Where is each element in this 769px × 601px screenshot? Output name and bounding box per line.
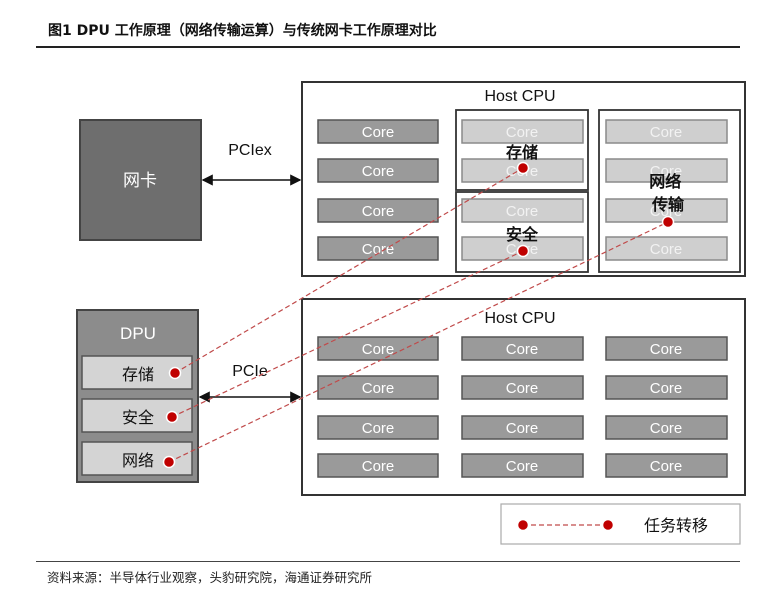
task-transfer-storage-line xyxy=(174,167,524,374)
core-label: Core xyxy=(362,380,395,397)
core-block xyxy=(461,453,584,478)
task-dot xyxy=(165,410,179,424)
task-dot xyxy=(162,455,176,469)
core-label: Core xyxy=(506,341,539,358)
core-label: Core xyxy=(362,163,395,180)
core-label: Core xyxy=(650,124,683,141)
core-block xyxy=(461,119,584,144)
dpu-item-security xyxy=(81,398,193,433)
core-label: Core xyxy=(650,380,683,397)
core-block xyxy=(605,375,728,400)
dpu-item-label: 安全 xyxy=(122,408,154,427)
core-block xyxy=(605,453,728,478)
task-dot xyxy=(661,215,675,229)
task-transfer-security-line xyxy=(171,250,524,418)
core-block xyxy=(605,158,728,183)
core-label: Core xyxy=(650,241,683,258)
core-block xyxy=(461,375,584,400)
core-label: Core xyxy=(650,203,683,220)
core-block xyxy=(317,236,439,261)
core-block xyxy=(605,415,728,440)
legend-box xyxy=(500,503,741,545)
source-rule xyxy=(36,561,740,562)
core-label: Core xyxy=(362,420,395,437)
task-dot xyxy=(516,161,530,175)
core-label: Core xyxy=(650,420,683,437)
core-block xyxy=(461,336,584,361)
title-rule xyxy=(36,46,740,48)
legend-dot-end xyxy=(601,518,615,532)
nic-box xyxy=(79,119,202,241)
dpu-label: DPU xyxy=(120,324,156,343)
core-label: Core xyxy=(506,124,539,141)
top-host-cpu-label: Host CPU xyxy=(484,88,555,105)
dpu-item-label: 存储 xyxy=(122,365,154,384)
core-label: Core xyxy=(362,124,395,141)
core-label: Core xyxy=(506,420,539,437)
legend-label: 任务转移 xyxy=(644,516,708,535)
storage-group-label: 存储 xyxy=(506,143,538,162)
core-block xyxy=(317,198,439,223)
core-label: Core xyxy=(506,380,539,397)
figure-source: 资料来源：半导体行业观察，头豹研究院，海通证券研究所 xyxy=(47,570,373,585)
core-label: Core xyxy=(650,458,683,475)
core-block xyxy=(461,198,584,223)
network-group-label: 网络 传输 xyxy=(649,172,687,214)
top-core-column-left: Core Core Core Core xyxy=(317,119,439,261)
bottom-core-grid: Core Core Core Core Core Core Core Core … xyxy=(317,336,728,478)
core-label: Core xyxy=(362,458,395,475)
core-block xyxy=(317,119,439,144)
core-block xyxy=(317,415,439,440)
nic-label: 网卡 xyxy=(123,171,157,191)
core-label: Core xyxy=(362,203,395,220)
core-label: Core xyxy=(650,341,683,358)
core-label: Core xyxy=(506,458,539,475)
pcie-label: PCIe xyxy=(232,363,268,380)
bottom-host-cpu-label: Host CPU xyxy=(484,310,555,327)
core-block xyxy=(605,236,728,261)
core-label: Core xyxy=(362,341,395,358)
pciex-label: PCIex xyxy=(228,142,272,159)
core-block xyxy=(461,415,584,440)
core-block xyxy=(605,336,728,361)
core-label: Core xyxy=(506,203,539,220)
core-block xyxy=(317,375,439,400)
task-dot xyxy=(516,244,530,258)
core-block xyxy=(317,453,439,478)
figure-title: 图1 DPU 工作原理（网络传输运算）与传统网卡工作原理对比 xyxy=(48,23,437,39)
dpu-item-label: 网络 xyxy=(122,451,154,470)
core-block xyxy=(605,119,728,144)
security-group-label: 安全 xyxy=(506,225,539,244)
core-label: Core xyxy=(650,163,683,180)
core-block xyxy=(317,158,439,183)
task-dot xyxy=(168,366,182,380)
legend-dot-start xyxy=(516,518,530,532)
task-transfer-network-line xyxy=(168,221,669,463)
core-label: Core xyxy=(362,241,395,258)
